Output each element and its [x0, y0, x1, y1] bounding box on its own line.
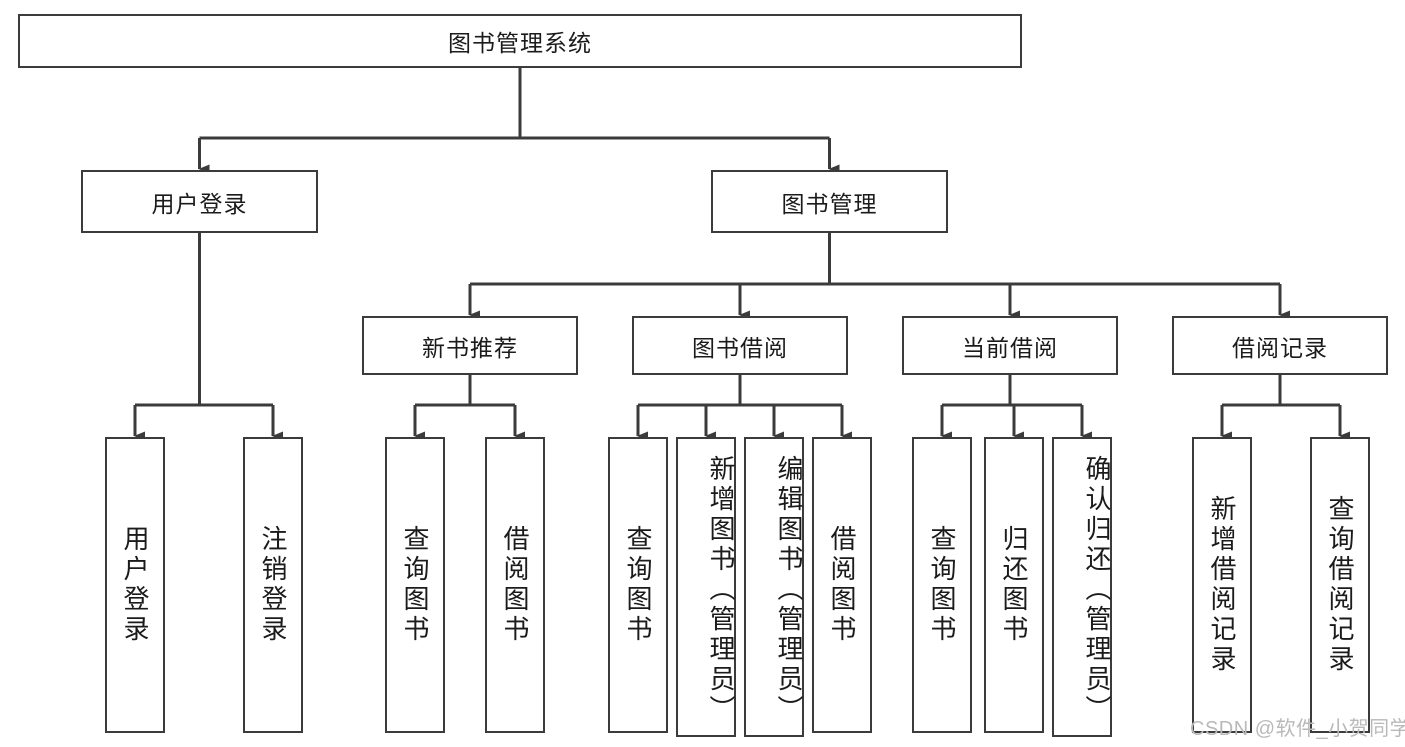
node-leaf-query-book-3[interactable]: 查询图书: [912, 437, 972, 733]
node-leaf-add-book[interactable]: 新增图书（管理员）: [676, 437, 736, 737]
node-leaf-edit-book[interactable]: 编辑图书（管理员）: [744, 437, 804, 737]
edge-group: [133, 68, 1350, 441]
node-leaf-logout[interactable]: 注销登录: [243, 437, 303, 733]
node-leaf-borrow-book-2[interactable]: 借阅图书: [812, 437, 872, 733]
node-leaf-query-book-2[interactable]: 查询图书: [608, 437, 668, 733]
csdn-watermark: CSDN @软件_小贺同学: [1190, 718, 1405, 740]
node-book-manage[interactable]: 图书管理: [711, 170, 948, 233]
node-borrow-record[interactable]: 借阅记录: [1172, 316, 1388, 375]
node-leaf-return-book[interactable]: 归还图书: [984, 437, 1044, 733]
node-root[interactable]: 图书管理系统: [18, 14, 1022, 68]
node-leaf-borrow-book-1[interactable]: 借阅图书: [485, 437, 545, 733]
node-leaf-user-login[interactable]: 用户登录: [105, 437, 165, 733]
node-current-borrow[interactable]: 当前借阅: [902, 316, 1118, 375]
node-user-login[interactable]: 用户登录: [81, 170, 318, 233]
node-leaf-confirm-return[interactable]: 确认归还（管理员）: [1052, 437, 1112, 737]
node-leaf-query-book-1[interactable]: 查询图书: [385, 437, 445, 733]
node-book-borrow[interactable]: 图书借阅: [632, 316, 848, 375]
node-leaf-query-record[interactable]: 查询借阅记录: [1310, 437, 1370, 733]
node-new-book-rec[interactable]: 新书推荐: [362, 316, 578, 375]
node-leaf-add-record[interactable]: 新增借阅记录: [1192, 437, 1252, 733]
